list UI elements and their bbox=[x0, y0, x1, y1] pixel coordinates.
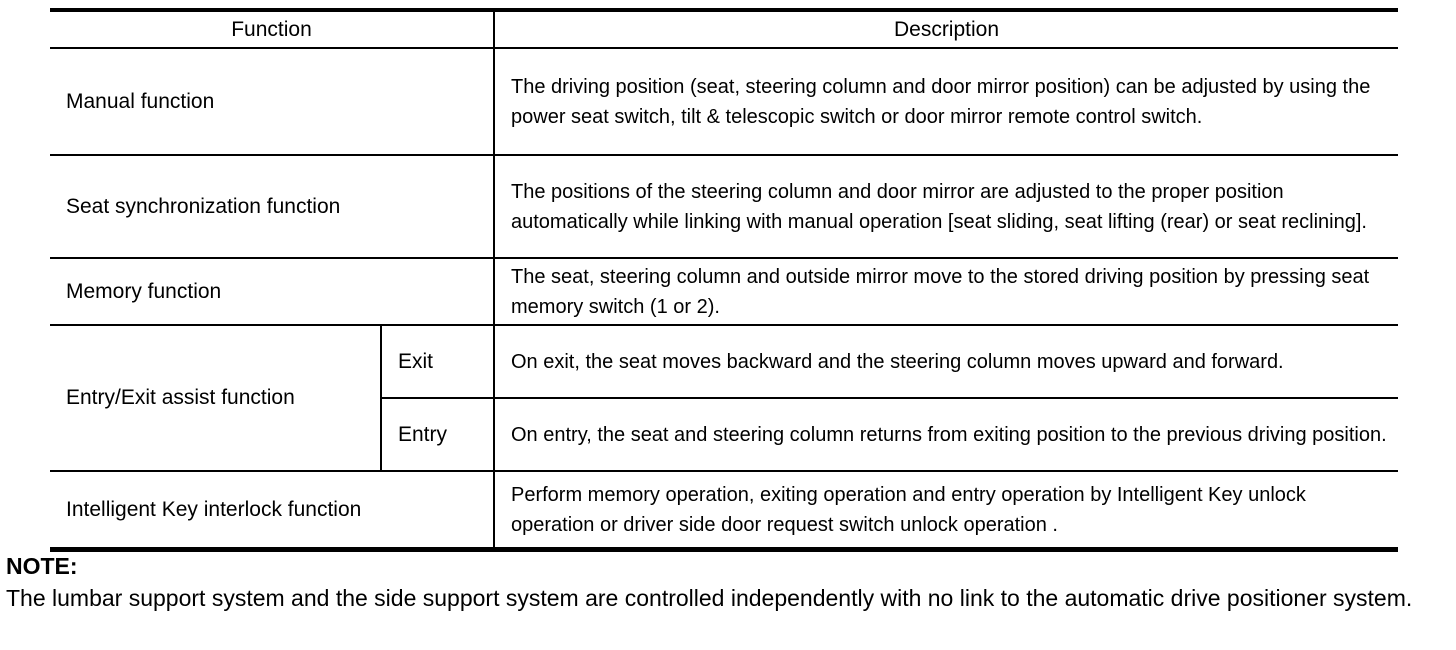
subrow-label-exit: Exit bbox=[380, 326, 493, 399]
table-header-description: Description bbox=[493, 12, 1398, 49]
description-cell-entry: On entry, the seat and steering column r… bbox=[493, 399, 1398, 472]
note-text: The lumbar support system and the side s… bbox=[6, 585, 1413, 611]
description-cell-seat-synchronization: The positions of the steering column and… bbox=[493, 156, 1398, 259]
function-cell-seat-synchronization: Seat synchronization function bbox=[50, 156, 493, 259]
function-cell-entry-exit-assist: Entry/Exit assist function bbox=[50, 326, 380, 472]
description-cell-manual: The driving position (seat, steering col… bbox=[493, 49, 1398, 156]
subrow-label-entry: Entry bbox=[380, 399, 493, 472]
function-cell-memory: Memory function bbox=[50, 259, 493, 326]
note-section: NOTE: The lumbar support system and the … bbox=[6, 550, 1454, 614]
function-cell-manual: Manual function bbox=[50, 49, 493, 156]
functions-table: Function Description Manual function The… bbox=[50, 8, 1398, 552]
description-cell-intelligent-key-interlock: Perform memory operation, exiting operat… bbox=[493, 472, 1398, 547]
description-cell-exit: On exit, the seat moves backward and the… bbox=[493, 326, 1398, 399]
description-cell-memory: The seat, steering column and outside mi… bbox=[493, 259, 1398, 326]
function-cell-intelligent-key-interlock: Intelligent Key interlock function bbox=[66, 497, 362, 521]
note-label: NOTE: bbox=[6, 553, 78, 579]
table-header-function: Function bbox=[50, 12, 493, 49]
